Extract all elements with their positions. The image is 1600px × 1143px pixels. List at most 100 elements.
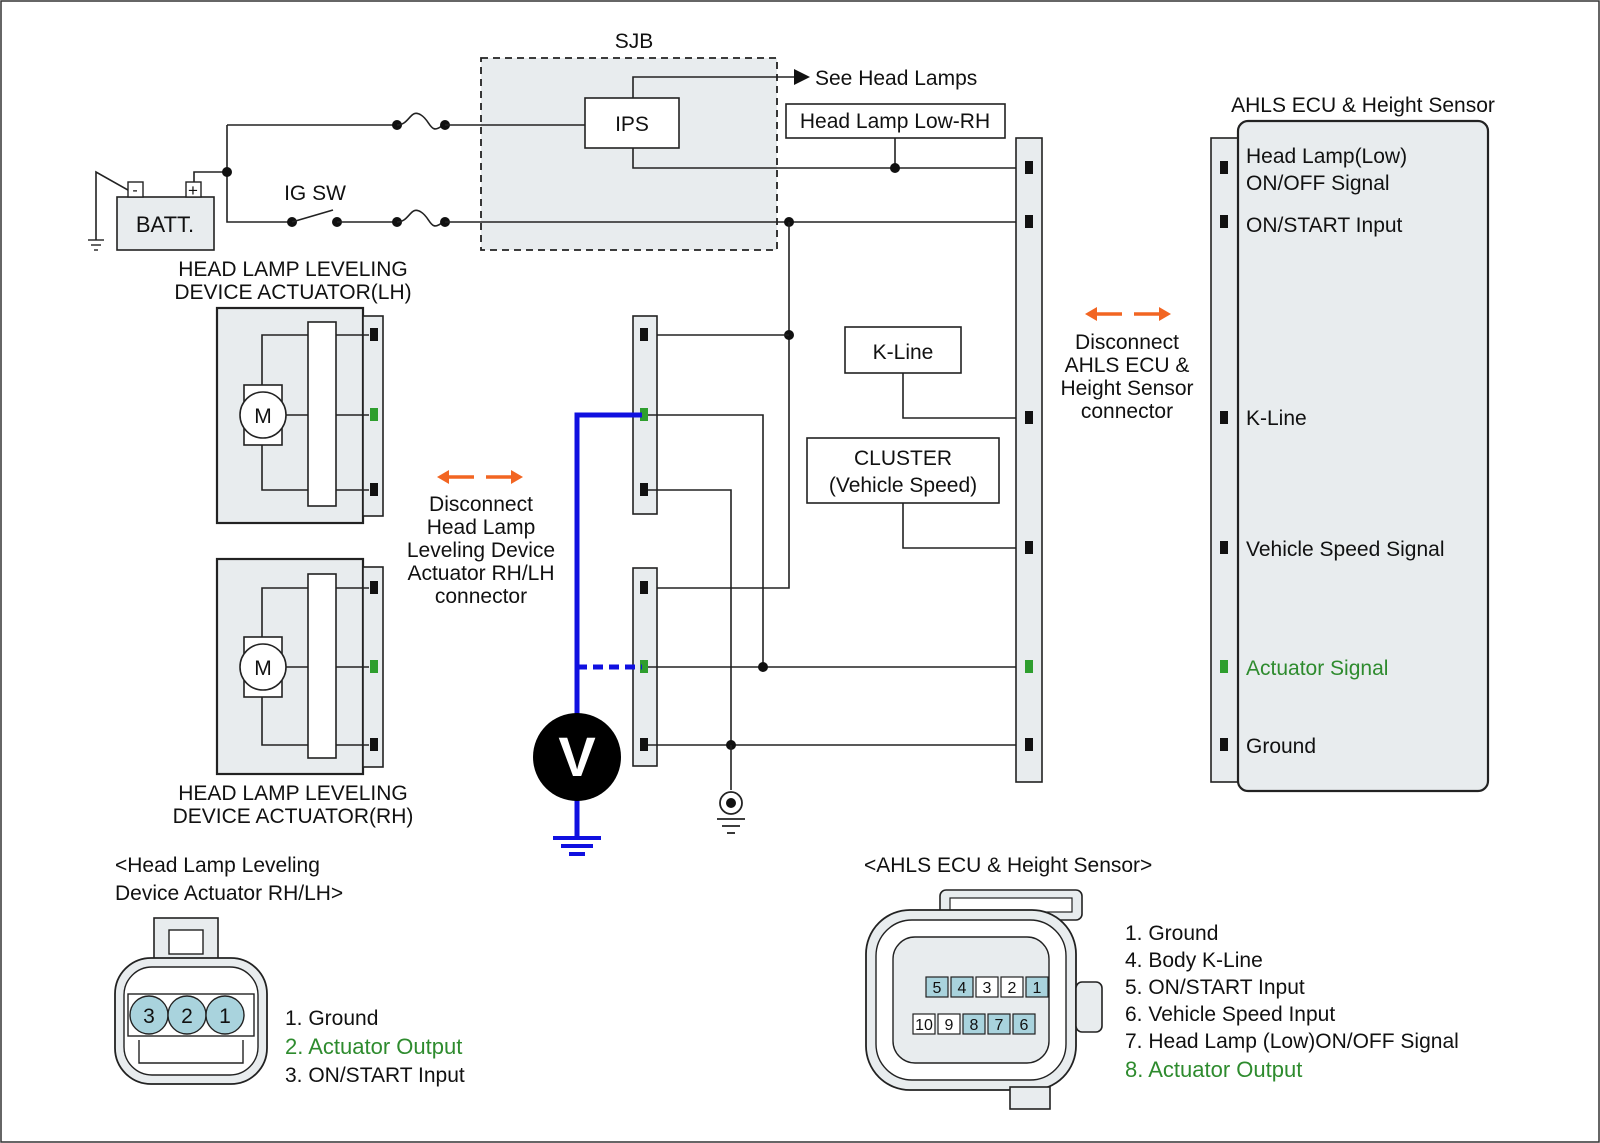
ecu-cavity: [1025, 976, 1049, 998]
wire-on-start-drop: [643, 222, 790, 589]
actuator-lh-title-2: DEVICE ACTUATOR(LH): [174, 281, 411, 304]
actuator-lh-slider: [307, 321, 337, 507]
fuse-icon: [396, 209, 444, 227]
wire-battery-ground: [95, 170, 129, 240]
motor-label: M: [254, 657, 272, 680]
actuator-lh-leads: [336, 334, 369, 491]
disconnect-actuator-line-3: Leveling Device: [407, 539, 555, 562]
disconnect-ecu-line-3: Height Sensor: [1060, 377, 1193, 400]
ecu-legend-item: 7. Head Lamp (Low)ON/OFF Signal: [1125, 1030, 1459, 1053]
k-line-box-label: K-Line: [873, 341, 934, 364]
wire-actuator-lh-signal: [648, 414, 764, 667]
ecu-pin: [1220, 161, 1228, 174]
actuator-legend-item: 3. ON/START Input: [285, 1064, 465, 1087]
ecu-connector-cavities: [912, 976, 1049, 1035]
ecu-cavity: [1000, 976, 1024, 998]
ecu-cavity-number: 5: [933, 980, 942, 997]
ecu-pin-label-vehicle-speed: Vehicle Speed Signal: [1246, 538, 1445, 561]
voltmeter-icon: [533, 713, 621, 801]
ecu-legend-item: 5. ON/START Input: [1125, 976, 1305, 999]
ecu-cavity: [1012, 1013, 1036, 1035]
disconnect-ecu-line-2: AHLS ECU &: [1065, 354, 1190, 377]
ecu-cavity-number: 7: [995, 1017, 1004, 1034]
see-head-lamps-arrow-icon: [794, 69, 810, 85]
actuator-lh-internal-wiring: [261, 334, 308, 491]
battery-minus-label: -: [132, 182, 137, 199]
voltmeter-label: V: [558, 725, 595, 788]
connector-pin: [370, 738, 378, 751]
motor-icon: [239, 391, 287, 439]
actuator-pin-number: 3: [143, 1005, 155, 1028]
ecu-legend-item: 1. Ground: [1125, 922, 1218, 945]
connector-pin: [640, 328, 648, 341]
cluster-label-2: (Vehicle Speed): [829, 474, 977, 497]
ecu-cavity-number: 8: [970, 1017, 979, 1034]
wire-ips-to-headlamps: [632, 76, 794, 98]
connector-pin-actuator: [640, 408, 648, 421]
junction-dot: [222, 167, 232, 177]
ecu-legend-item-highlight: 8. Actuator Output: [1125, 1057, 1302, 1082]
battery-box: [116, 196, 215, 251]
ecu-title: AHLS ECU & Height Sensor: [1231, 94, 1495, 117]
ecu-connector-face: [865, 889, 1103, 1110]
battery-plus-label: +: [188, 181, 198, 200]
motor-label: M: [254, 405, 272, 428]
probe-wire-positive: [574, 412, 642, 716]
actuator-rh-slider: [307, 573, 337, 759]
actuator-lh-title-1: HEAD LAMP LEVELING: [178, 258, 408, 281]
ig-sw-label: IG SW: [284, 182, 346, 205]
connector-pin: [1025, 215, 1033, 228]
wire-ground-lh: [648, 489, 732, 745]
ecu-pin: [1220, 411, 1228, 424]
disconnect-actuator-line-2: Head Lamp: [427, 516, 536, 539]
actuator-connector-title-2: Device Actuator RH/LH>: [115, 882, 343, 905]
ecu-connector-title: <AHLS ECU & Height Sensor>: [864, 854, 1152, 877]
ground-symbol-icon: [88, 239, 104, 251]
ecu-pin-actuator: [1220, 660, 1228, 673]
connector-pin-actuator: [1025, 660, 1033, 673]
ecu-legend-item: 6. Vehicle Speed Input: [1125, 1003, 1335, 1026]
ecu-cavity-number: 1: [1033, 980, 1042, 997]
ecu-cavity: [950, 976, 974, 998]
connector-pin-actuator: [370, 660, 378, 673]
sjb-box: [480, 57, 778, 251]
ips-label: IPS: [615, 113, 649, 136]
sjb-label: SJB: [615, 30, 654, 53]
harness-connector: [1015, 137, 1043, 783]
ips-box: [584, 97, 680, 149]
actuator-rh-title-2: DEVICE ACTUATOR(RH): [173, 805, 414, 828]
see-head-lamps-label: See Head Lamps: [815, 67, 977, 90]
disconnect-actuator-line-5: connector: [435, 585, 527, 608]
disconnect-actuator-arrows-icon: [437, 470, 523, 484]
probe-ground-icon: [553, 836, 601, 856]
motor-icon: [239, 643, 287, 691]
ecu-cavity-number: 3: [983, 980, 992, 997]
disconnect-actuator-line-1: Disconnect: [429, 493, 533, 516]
wire-main-feed: [226, 125, 292, 223]
ecu-cavity-number: 4: [958, 980, 967, 997]
ecu-pin-label-on-start: ON/START Input: [1246, 214, 1403, 237]
connector-pin-actuator: [370, 408, 378, 421]
ecu-cavity-number: 9: [945, 1017, 954, 1034]
connector-pin: [370, 328, 378, 341]
cluster-box: [806, 437, 1000, 504]
ecu-cavity: [975, 976, 999, 998]
ecu-pin-label-k-line: K-Line: [1246, 407, 1307, 430]
actuator-rh-internal-wiring: [261, 587, 308, 746]
connector-pin: [640, 581, 648, 594]
k-line-box: [844, 326, 962, 374]
cluster-label-1: CLUSTER: [854, 447, 952, 470]
chassis-ground-icon: [717, 791, 745, 834]
connector-pin: [370, 581, 378, 594]
actuator-connector-pin: [205, 995, 245, 1035]
ecu-cavity: [987, 1013, 1011, 1035]
ecu-pin: [1220, 541, 1228, 554]
ecu-cavity: [912, 1013, 936, 1035]
actuator-legend-item-highlight: 2. Actuator Output: [285, 1034, 462, 1059]
connector-pin: [1025, 161, 1033, 174]
ig-switch-icon: [291, 209, 334, 223]
ecu-cavity-number: 2: [1008, 980, 1017, 997]
actuator-pin-number: 2: [181, 1005, 193, 1028]
